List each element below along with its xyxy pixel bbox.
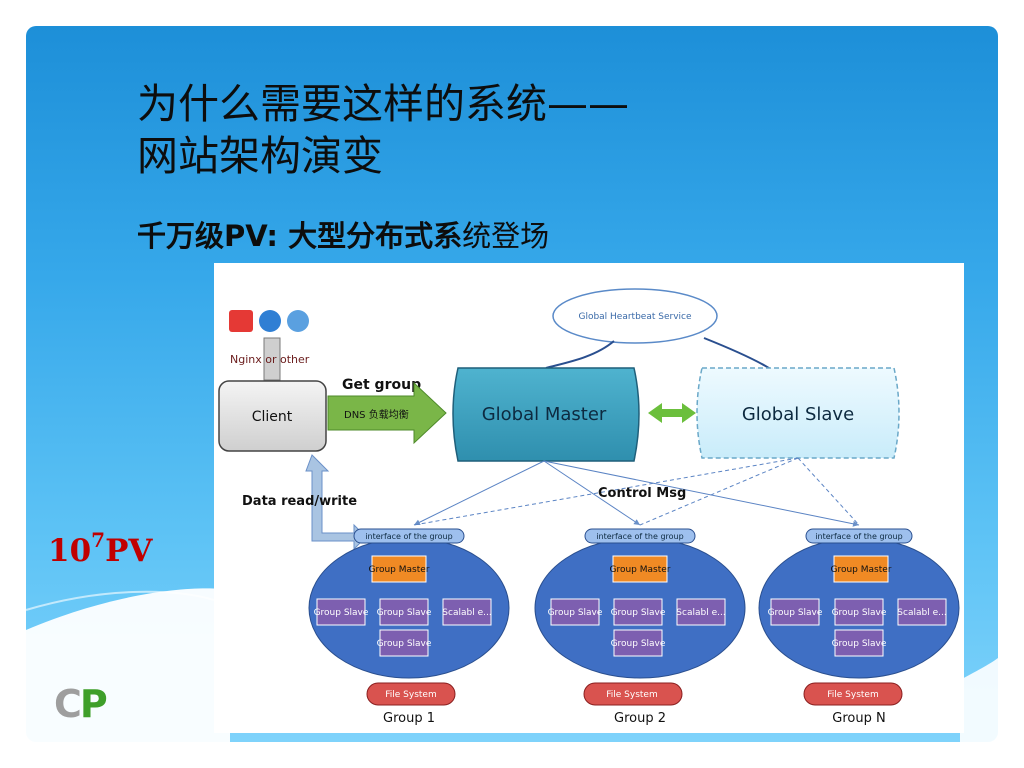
group-1-scalable	[442, 598, 492, 626]
group-1-fs	[366, 682, 456, 706]
group-1-name: Group 1	[383, 711, 435, 726]
slide-title: 为什么需要这样的系统—— 网站架构演变	[137, 78, 629, 182]
group-n-scalable	[897, 598, 947, 626]
group-1-interface	[353, 528, 465, 544]
group-2-interface	[584, 528, 696, 544]
dns-label: DNS 负载均衡	[344, 408, 409, 421]
group-1-slave-c-label: Group Slave	[377, 639, 432, 649]
group-1-slave-c	[379, 629, 429, 657]
group-n-master-label: Group Master	[831, 565, 892, 575]
global-master-label: Global Master	[482, 404, 607, 425]
group-2-slave-a-label: Group Slave	[548, 608, 603, 618]
control-lines	[413, 457, 860, 527]
pv-exponent: 7	[91, 528, 106, 552]
master-slave-arrow	[648, 403, 696, 423]
group-n-slave-c	[834, 629, 884, 657]
group-n-interface	[805, 528, 913, 544]
global-slave-label: Global Slave	[742, 404, 854, 425]
chrome-icon	[229, 310, 253, 332]
group-n-slave-b	[834, 598, 884, 626]
client-box	[218, 380, 327, 452]
heartbeat-ellipse	[552, 288, 718, 344]
heartbeat-link	[545, 340, 615, 369]
global-slave-box	[696, 367, 900, 459]
group-2-slave-b	[613, 598, 663, 626]
subtitle-rest: 统登场	[462, 219, 550, 253]
group-1-master	[371, 555, 427, 583]
heartbeat-label: Global Heartbeat Service	[578, 312, 691, 322]
client-label: Client	[252, 409, 293, 425]
group-2-name: Group 2	[614, 711, 666, 726]
get-group-arrow	[327, 381, 447, 445]
group-n-scalable-label: Scalabl e...	[897, 608, 946, 618]
group-n-slave-c-label: Group Slave	[832, 639, 887, 649]
group-n-slave-a-label: Group Slave	[768, 608, 823, 618]
group-2-interface-label: interface of the group	[596, 532, 683, 541]
group-1-scalable-label: Scalabl e...	[442, 608, 491, 618]
title-line-2: 网站架构演变	[137, 132, 383, 180]
group-2-fs	[583, 682, 683, 706]
group-1-slave-a	[316, 598, 366, 626]
data-rw-label: Data read/write	[242, 494, 357, 509]
group-1: interface of the group Group Master Grou…	[308, 528, 510, 726]
group-2-slave-c-label: Group Slave	[611, 639, 666, 649]
group-n-fs	[803, 682, 903, 706]
pv-base: 10	[48, 533, 92, 569]
control-msg-label: Control Msg	[598, 486, 686, 501]
group-2-slave-a	[550, 598, 600, 626]
architecture-diagram-svg: Global Heartbeat Service Nginx or other …	[218, 288, 960, 726]
group-2-slave-c	[613, 629, 663, 657]
group-2-master	[612, 555, 668, 583]
group-1-master-label: Group Master	[369, 565, 430, 575]
slide-subtitle: 千万级PV: 大型分布式系统登场	[137, 218, 549, 254]
group-2-slave-b-label: Group Slave	[611, 608, 666, 618]
group-1-slave-b-label: Group Slave	[377, 608, 432, 618]
title-line-1: 为什么需要这样的系统——	[137, 80, 629, 128]
group-2-fs-label: File System	[606, 690, 657, 700]
group-1-fs-label: File System	[385, 690, 436, 700]
group-n-fs-label: File System	[827, 690, 878, 700]
group-1-interface-label: interface of the group	[365, 532, 452, 541]
group-2-master-label: Group Master	[610, 565, 671, 575]
group-2-scalable	[676, 598, 726, 626]
nginx-label: Nginx or other	[230, 353, 310, 366]
group-n: interface of the group Group Master Grou…	[758, 528, 960, 726]
subtitle-bold: 千万级PV: 大型分布式系	[137, 219, 463, 253]
group-n-slave-a	[770, 598, 820, 626]
group-n-interface-label: interface of the group	[815, 532, 902, 541]
pv-scale-label: 107PV	[48, 528, 152, 569]
logo: CP	[54, 682, 108, 726]
group-n-name: Group N	[832, 711, 885, 726]
architecture-diagram: Global Heartbeat Service Nginx or other …	[214, 263, 964, 733]
get-group-label: Get group	[342, 377, 421, 393]
nginx-arrow	[263, 337, 281, 381]
group-n-slave-b-label: Group Slave	[832, 608, 887, 618]
group-2: interface of the group Group Master Grou…	[534, 528, 746, 726]
global-master-box	[452, 367, 640, 462]
group-n-master	[833, 555, 889, 583]
safari-icon	[287, 310, 309, 332]
browser-icons	[229, 310, 309, 332]
ie-icon	[259, 310, 281, 332]
group-2-scalable-label: Scalabl e...	[676, 608, 725, 618]
group-1-slave-a-label: Group Slave	[314, 608, 369, 618]
pv-unit: PV	[105, 533, 153, 569]
logo-c: C	[54, 682, 82, 726]
logo-p: P	[79, 682, 108, 726]
group-1-slave-b	[379, 598, 429, 626]
